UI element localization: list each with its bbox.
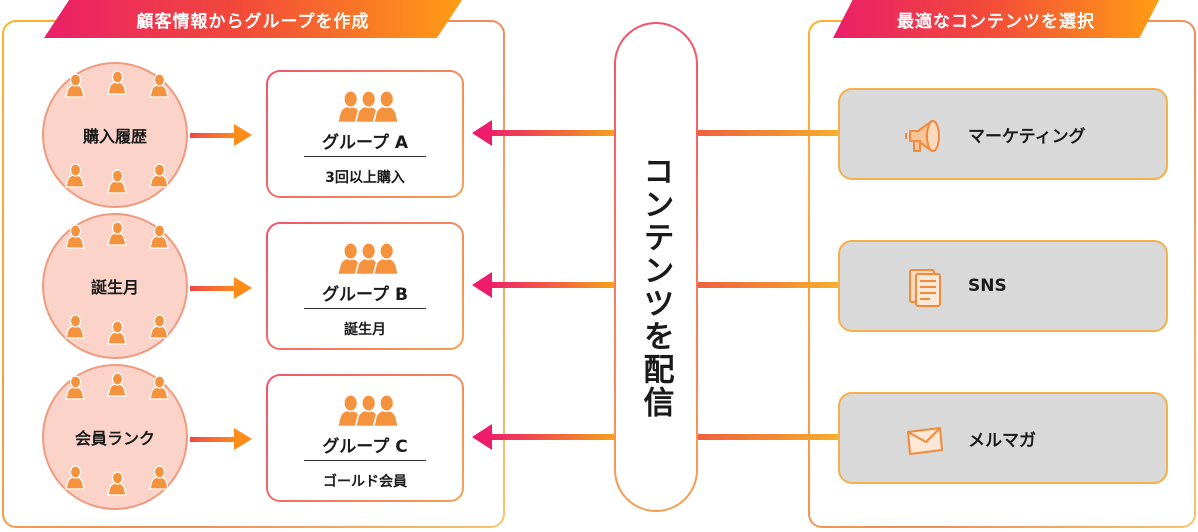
arrow-right bbox=[190, 428, 252, 450]
connector-line bbox=[698, 130, 840, 136]
segment-label: 会員ランク bbox=[74, 429, 155, 448]
person-icon bbox=[104, 69, 130, 95]
group-title: グループ C bbox=[322, 437, 408, 457]
group-title: グループ B bbox=[322, 285, 408, 305]
content-card-newsletter: メルマガ bbox=[838, 392, 1168, 484]
arrow-left bbox=[472, 424, 614, 450]
person-icon bbox=[62, 464, 88, 490]
segment-circle-birth-month: 誕生月 bbox=[42, 213, 188, 359]
person-icon bbox=[146, 162, 172, 188]
person-icon bbox=[146, 464, 172, 490]
delivery-pill: コンテンツを配信 bbox=[614, 22, 698, 512]
group-title: グループ A bbox=[321, 133, 409, 153]
person-icon bbox=[62, 162, 88, 188]
content-label: マーケティング bbox=[968, 126, 1086, 147]
person-icon bbox=[104, 168, 130, 194]
person-icon bbox=[146, 223, 172, 249]
person-icon bbox=[62, 374, 88, 400]
person-icon bbox=[146, 374, 172, 400]
content-card-marketing: マーケティング bbox=[838, 88, 1168, 180]
left-panel-title: 顧客情報からグループを作成 bbox=[44, 0, 462, 38]
arrow-left bbox=[472, 272, 614, 298]
person-icon bbox=[62, 72, 88, 98]
group-card-c: グループ C ゴールド会員 bbox=[266, 374, 464, 502]
document-icon bbox=[909, 269, 941, 307]
segment-label: 誕生月 bbox=[90, 278, 139, 297]
people-group-icon bbox=[336, 89, 400, 124]
person-icon bbox=[62, 313, 88, 339]
group-criteria: 誕生月 bbox=[344, 322, 386, 338]
divider bbox=[304, 308, 426, 309]
megaphone-icon bbox=[905, 120, 940, 152]
group-card-a: グループ A 3回以上購入 bbox=[266, 70, 464, 198]
person-icon bbox=[146, 313, 172, 339]
people-group-icon bbox=[336, 241, 400, 276]
divider bbox=[304, 460, 426, 461]
people-group-icon bbox=[336, 393, 400, 428]
delivery-label: コンテンツを配信 bbox=[637, 155, 674, 419]
group-card-b: グループ B 誕生月 bbox=[266, 222, 464, 350]
segment-circle-member-rank: 会員ランク bbox=[42, 364, 188, 510]
person-icon bbox=[104, 319, 130, 345]
content-label: メルマガ bbox=[968, 430, 1036, 451]
arrow-right bbox=[190, 277, 252, 299]
segment-circle-purchase-history: 購入履歴 bbox=[42, 62, 188, 208]
person-icon bbox=[104, 371, 130, 397]
arrow-left bbox=[472, 120, 614, 146]
connector-line bbox=[698, 282, 840, 288]
person-icon bbox=[104, 470, 130, 496]
envelope-icon bbox=[907, 427, 943, 455]
segment-label: 購入履歴 bbox=[82, 127, 147, 146]
person-icon bbox=[104, 220, 130, 246]
content-card-sns: SNS bbox=[838, 240, 1168, 332]
right-panel-title: 最適なコンテンツを選択 bbox=[833, 0, 1159, 38]
divider bbox=[304, 156, 426, 157]
connector-line bbox=[698, 434, 840, 440]
person-icon bbox=[62, 223, 88, 249]
group-criteria: ゴールド会員 bbox=[323, 474, 407, 490]
content-label: SNS bbox=[968, 276, 1007, 296]
arrow-right bbox=[190, 124, 252, 146]
group-criteria: 3回以上購入 bbox=[325, 170, 405, 186]
person-icon bbox=[146, 72, 172, 98]
